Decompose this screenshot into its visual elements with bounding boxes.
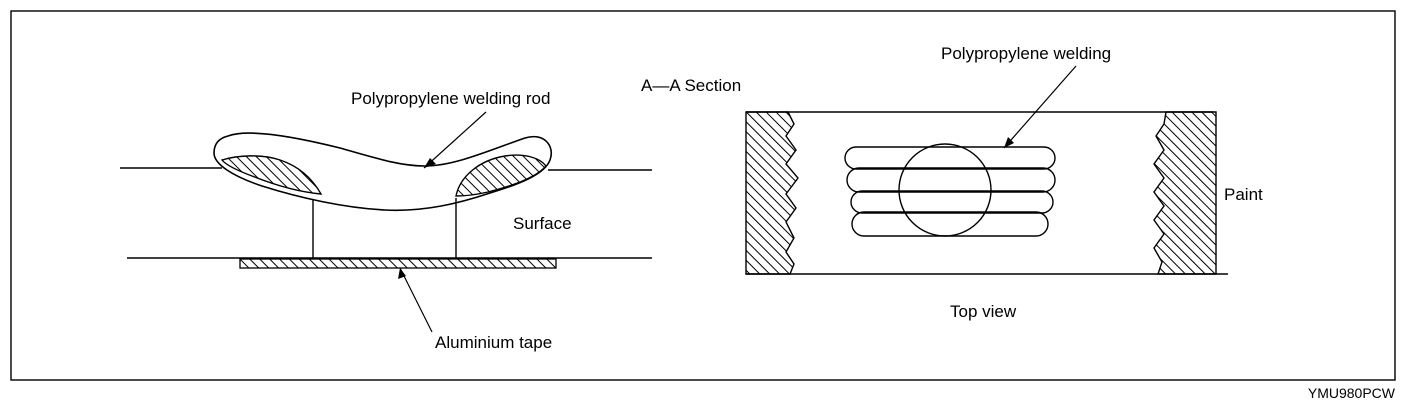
figure-frame — [10, 10, 1396, 381]
label-welding: Polypropylene welding — [941, 44, 1111, 63]
weld-bead-1 — [844, 146, 1056, 170]
aluminium-tape — [239, 258, 557, 269]
weld-fill-right — [455, 154, 547, 197]
top-view: A—A Section Polypropylene welding Paint … — [641, 44, 1263, 321]
cross-section-view: Polypropylene welding rod Surface Alumin… — [120, 89, 652, 352]
leader-welding-arrow — [1004, 137, 1014, 148]
paint-region-right — [1153, 111, 1217, 275]
label-surface: Surface — [513, 214, 572, 233]
leader-welding-rod — [423, 111, 487, 169]
label-top-view: Top view — [950, 302, 1017, 321]
weld-bead-2 — [846, 167, 1056, 193]
weld-fill-left — [220, 155, 323, 195]
label-paint: Paint — [1224, 185, 1263, 204]
figure-code: YMU980PCW — [1308, 385, 1396, 401]
leader-aluminium-tape-arrow — [398, 268, 406, 279]
weld-bead-3 — [850, 190, 1054, 214]
weld-bead-4 — [851, 211, 1049, 237]
paint-region-left — [745, 111, 799, 275]
leader-welding — [1003, 65, 1077, 149]
label-aluminium-tape: Aluminium tape — [435, 333, 552, 352]
leader-aluminium-tape — [399, 267, 433, 333]
label-section: A—A Section — [641, 76, 741, 95]
leader-welding-rod-arrow — [424, 158, 436, 168]
label-welding-rod: Polypropylene welding rod — [351, 89, 550, 108]
weld-circle — [898, 143, 992, 237]
